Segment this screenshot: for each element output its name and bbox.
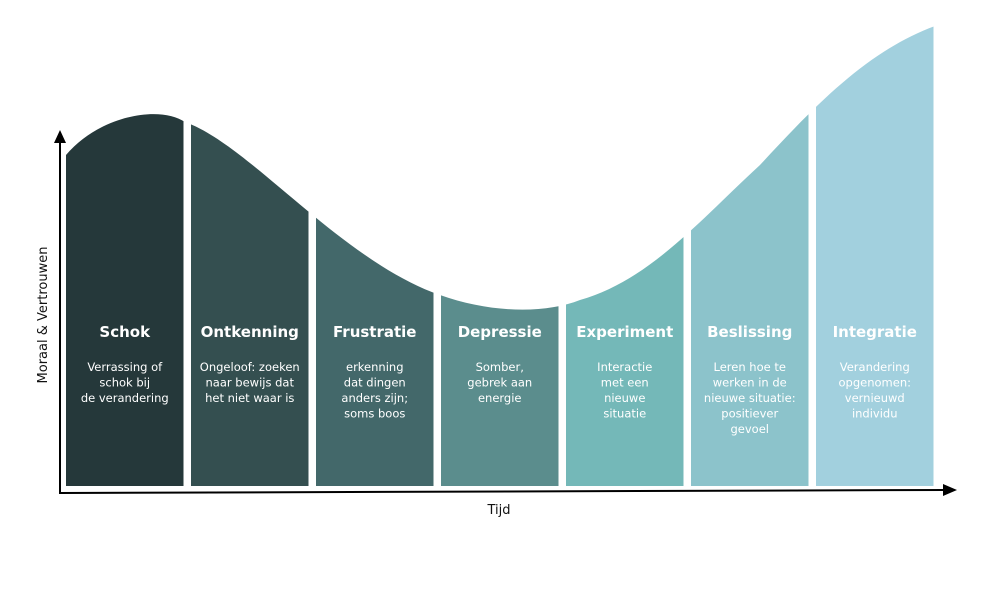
phase-description-line: gevoel: [731, 422, 770, 436]
phase-description-line: schok bij: [99, 376, 150, 390]
phase-description-line: werken in de: [713, 376, 787, 390]
phase-description-line: opgenomen:: [839, 376, 911, 390]
phase-title: Ontkenning: [201, 323, 299, 341]
y-axis-arrowhead: [54, 130, 66, 143]
phase-description-line: Leren hoe te: [714, 360, 786, 374]
y-axis-label: Moraal & Vertrouwen: [36, 247, 51, 384]
phase-description-line: anders zijn;: [341, 391, 408, 405]
x-axis-arrowhead: [943, 484, 957, 496]
phase-columns: [66, 26, 934, 486]
phase-description-line: soms boos: [344, 407, 405, 421]
phase-description-line: naar bewijs dat: [206, 376, 295, 390]
phase-column-integratie: [816, 26, 934, 486]
phase-description-line: erkenning: [346, 360, 404, 374]
phase-description-line: Interactie: [597, 360, 652, 374]
phase-description-line: positiever: [721, 407, 778, 421]
phase-title: Beslissing: [707, 323, 792, 341]
phase-title: Schok: [99, 323, 151, 341]
phase-title: Integratie: [833, 323, 917, 341]
phase-description-line: individu: [852, 407, 898, 421]
phase-title: Experiment: [576, 323, 673, 341]
phase-description-line: nieuwe situatie:: [704, 391, 796, 405]
phase-column-depressie: [441, 26, 559, 486]
phase-description-line: vernieuwd: [845, 391, 905, 405]
phase-description-line: energie: [478, 391, 522, 405]
phase-description-line: Somber,: [476, 360, 524, 374]
phase-title: Depressie: [458, 323, 542, 341]
x-axis-label: Tijd: [486, 503, 510, 518]
phase-column-ontkenning: [191, 26, 309, 486]
phase-description-line: Ongeloof: zoeken: [200, 360, 300, 374]
x-axis-line: [59, 489, 945, 494]
phase-description-line: Verandering: [840, 360, 910, 374]
phase-description-line: de verandering: [81, 391, 169, 405]
phase-description-line: situatie: [603, 407, 646, 421]
phase-column-schok: [66, 26, 184, 486]
phase-description-line: Verrassing of: [87, 360, 163, 374]
phase-description-line: nieuwe: [604, 391, 645, 405]
phase-title: Frustratie: [333, 323, 416, 341]
phase-description-line: het niet waar is: [205, 391, 294, 405]
phase-description-line: dat dingen: [344, 376, 406, 390]
phase-description-line: met een: [601, 376, 649, 390]
phase-description-line: gebrek aan: [467, 376, 532, 390]
